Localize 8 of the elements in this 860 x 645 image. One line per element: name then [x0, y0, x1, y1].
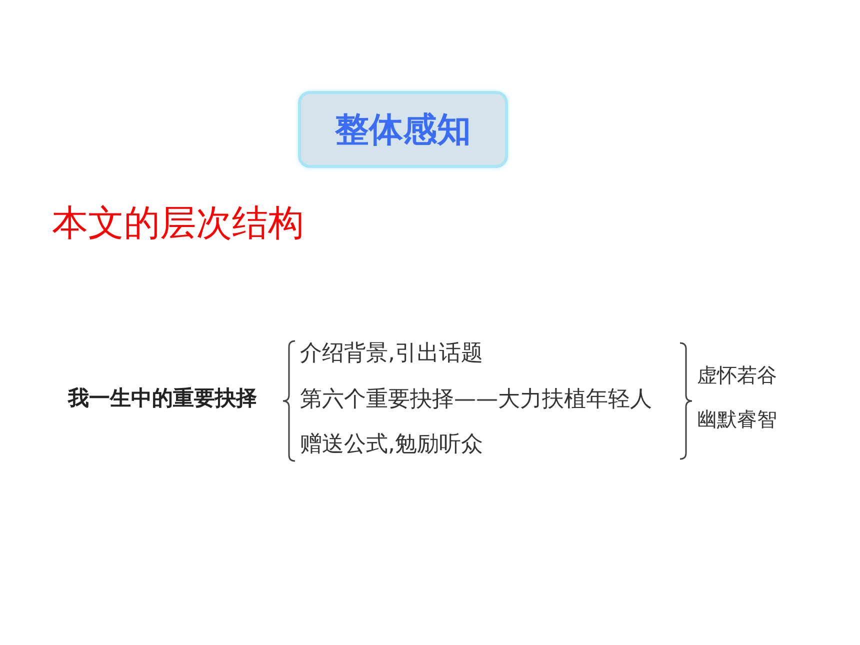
- trait-text: 幽默睿智: [697, 408, 777, 431]
- topic-text: 我一生中的重要抉择: [68, 386, 257, 410]
- part-text: 介绍背景,引出话题: [300, 341, 483, 366]
- part-text: 第六个重要抉择——大力扶植年轻人: [300, 387, 652, 412]
- heading-box: 整体感知: [298, 91, 508, 168]
- trait-text: 虚怀若谷: [697, 364, 777, 387]
- section-heading: 本文的层次结构: [52, 203, 304, 244]
- part-text: 赠送公式,勉励听众: [300, 432, 483, 458]
